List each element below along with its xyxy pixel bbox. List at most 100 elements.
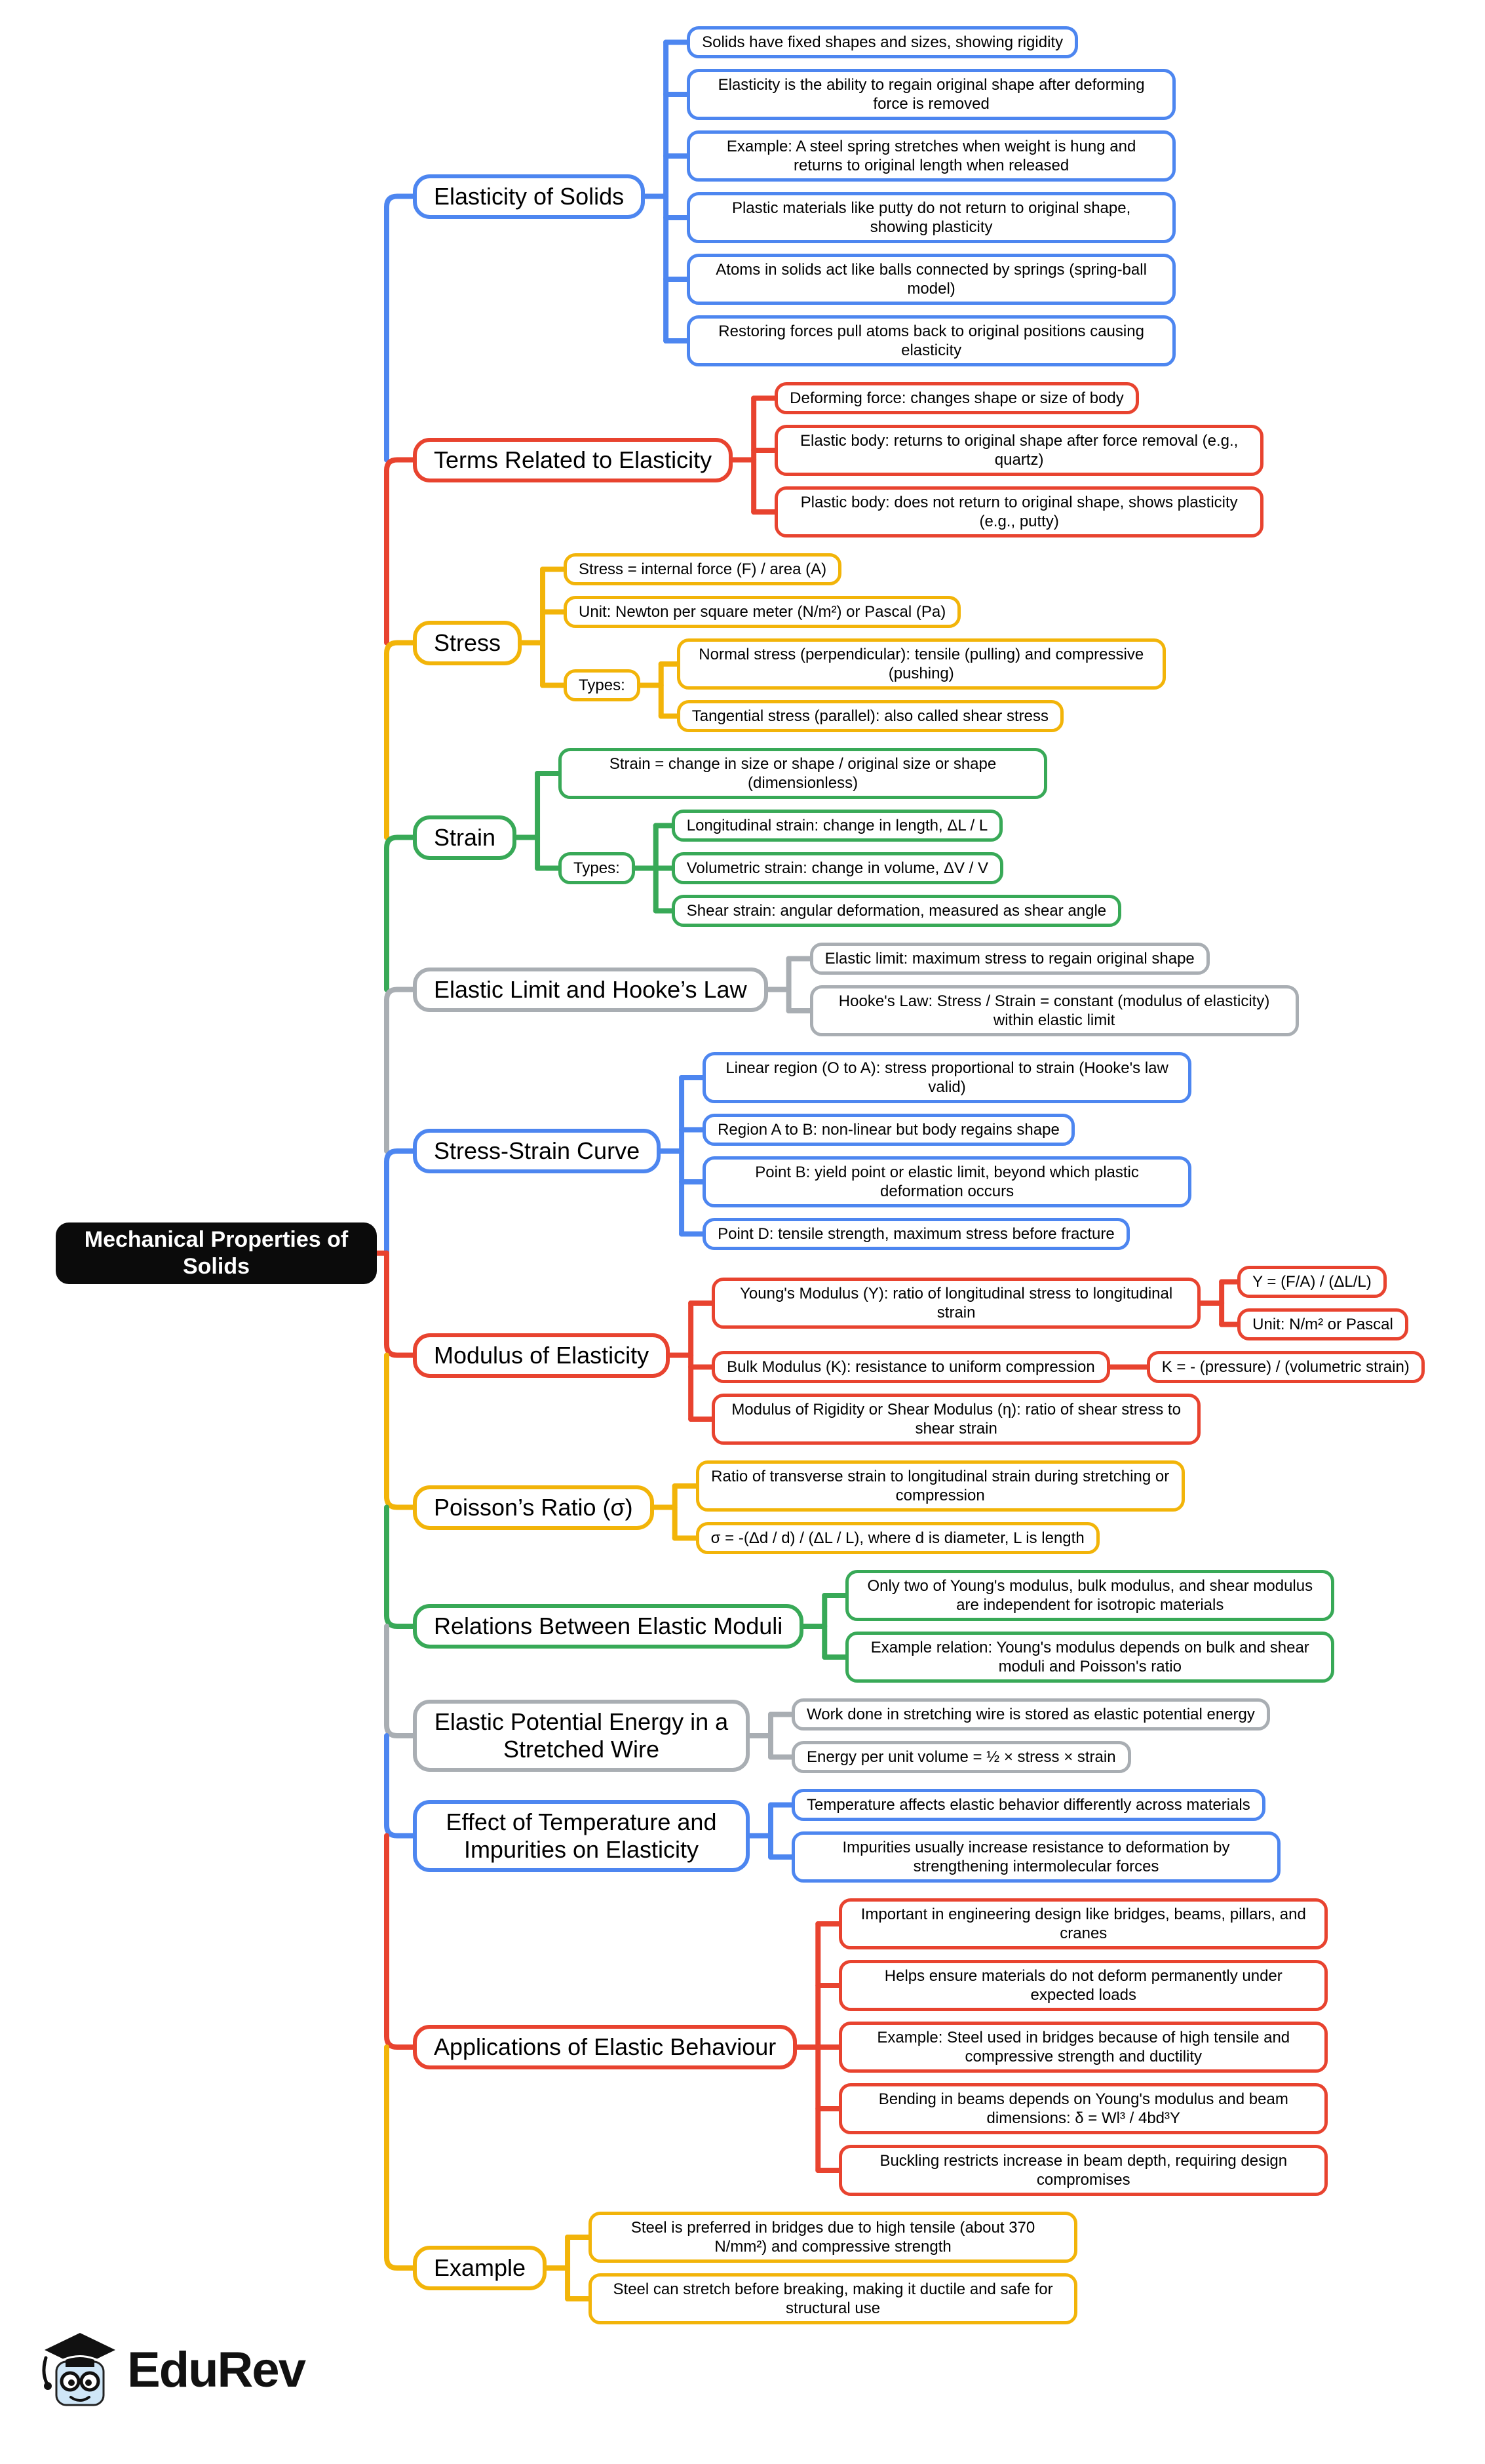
- node-row: Impurities usually increase resistance t…: [792, 1831, 1281, 1883]
- children-group: Important in engineering design like bri…: [839, 1898, 1328, 2196]
- branch: Strain Strain = change in size or shape /…: [413, 748, 1461, 927]
- node-row: Normal stress (perpendicular): tensile (…: [676, 638, 1166, 690]
- node-row: Stress = internal force (F) / area (A): [564, 553, 1166, 585]
- node-row: Steel is preferred in bridges due to hig…: [588, 2212, 1078, 2263]
- children-group: Y = (F/A) / (ΔL/L) Unit: N/m² or Pascal: [1237, 1266, 1408, 1340]
- node-row: Hooke's Law: Stress / Strain = constant …: [809, 985, 1299, 1036]
- leaf-node: Buckling restricts increase in beam dept…: [839, 2145, 1328, 2196]
- node-row: Plastic materials like putty do not retu…: [687, 192, 1176, 243]
- children-group: Young's Modulus (Y): ratio of longitudin…: [712, 1266, 1425, 1445]
- node-row: Example: A steel spring stretches when w…: [687, 130, 1176, 182]
- node-row: Bending in beams depends on Young's modu…: [839, 2083, 1328, 2134]
- node-row: Helps ensure materials do not deform per…: [839, 1960, 1328, 2011]
- node-row: Modulus of Rigidity or Shear Modulus (η)…: [712, 1394, 1425, 1445]
- children-group: Work done in stretching wire is stored a…: [792, 1698, 1270, 1773]
- node-row: Elastic limit: maximum stress to regain …: [809, 943, 1299, 975]
- leaf-node: Elasticity is the ability to regain orig…: [687, 69, 1176, 120]
- leaf-node: Linear region (O to A): stress proportio…: [703, 1052, 1192, 1103]
- branch-label: Terms Related to Elasticity: [413, 437, 733, 482]
- node-row: Ratio of transverse strain to longitudin…: [695, 1460, 1185, 1512]
- children-group: Strain = change in size or shape / origi…: [558, 748, 1122, 927]
- leaf-node: Longitudinal strain: change in length, Δ…: [671, 810, 1003, 842]
- branch-label: Elasticity of Solids: [413, 174, 646, 219]
- branch-label: Effect of Temperature and Impurities on …: [413, 1799, 750, 1872]
- node-row: Shear strain: angular deformation, measu…: [671, 895, 1122, 927]
- branch: Applications of Elastic Behaviour Importa…: [413, 1898, 1461, 2196]
- branch-label: Elastic Potential Energy in a Stretched …: [413, 1700, 750, 1772]
- node-row: Tangential stress (parallel): also calle…: [676, 700, 1166, 732]
- branch-label: Relations Between Elastic Moduli: [413, 1604, 804, 1649]
- node-row: Solids have fixed shapes and sizes, show…: [687, 26, 1176, 58]
- children-group: Normal stress (perpendicular): tensile (…: [676, 638, 1166, 732]
- leaf-node: Plastic materials like putty do not retu…: [687, 192, 1176, 243]
- node-row: Types: Longitudinal strain: change in len…: [558, 810, 1122, 927]
- children-group: Elastic limit: maximum stress to regain …: [809, 943, 1299, 1036]
- node-row: Example relation: Young's modulus depend…: [845, 1632, 1335, 1683]
- leaf-node: Elastic limit: maximum stress to regain …: [809, 943, 1210, 975]
- branches-container: Elasticity of Solids Solids have fixed sh…: [413, 0, 1461, 2324]
- node-row: Young's Modulus (Y): ratio of longitudin…: [712, 1266, 1425, 1340]
- branch-label: Applications of Elastic Behaviour: [413, 2025, 798, 2069]
- node-row: Strain = change in size or shape / origi…: [558, 748, 1121, 799]
- branch-label: Poisson’s Ratio (σ): [413, 1485, 654, 1530]
- children-group: Steel is preferred in bridges due to hig…: [588, 2212, 1078, 2324]
- leaf-node: Tangential stress (parallel): also calle…: [676, 700, 1064, 732]
- branch-label: Elastic Limit and Hooke’s Law: [413, 967, 768, 1012]
- leaf-node: Volumetric strain: change in volume, ΔV …: [671, 852, 1003, 884]
- leaf-node: Bending in beams depends on Young's modu…: [839, 2083, 1328, 2134]
- node-row: Unit: Newton per square meter (N/m²) or …: [564, 596, 1166, 628]
- leaf-node: Point B: yield point or elastic limit, b…: [703, 1156, 1192, 1207]
- node-row: K = - (pressure) / (volumetric strain): [1146, 1351, 1425, 1383]
- graduation-cap-mascot-icon: [42, 2333, 115, 2406]
- node-row: Unit: N/m² or Pascal: [1237, 1308, 1408, 1340]
- leaf-node: Modulus of Rigidity or Shear Modulus (η)…: [712, 1394, 1201, 1445]
- children-group: Deforming force: changes shape or size o…: [775, 382, 1264, 538]
- leaf-node: Example: Steel used in bridges because o…: [839, 2022, 1328, 2073]
- leaf-node: Energy per unit volume = ½ × stress × st…: [792, 1741, 1131, 1773]
- node-row: Types:Normal stress (perpendicular): ten…: [564, 638, 1166, 732]
- leaf-node: Unit: Newton per square meter (N/m²) or …: [564, 596, 961, 628]
- node-row: Region A to B: non-linear but body regai…: [703, 1114, 1191, 1146]
- leaf-node: Young's Modulus (Y): ratio of longitudin…: [712, 1278, 1201, 1329]
- node-row: Important in engineering design like bri…: [839, 1898, 1328, 1949]
- leaf-node: Temperature affects elastic behavior dif…: [792, 1789, 1265, 1821]
- leaf-node: σ = -(Δd / d) / (ΔL / L), where d is dia…: [695, 1522, 1100, 1554]
- branch: Terms Related to Elasticity Deforming for…: [413, 382, 1461, 538]
- leaf-node: Atoms in solids act like balls connected…: [687, 254, 1176, 305]
- node-row: Bulk Modulus (K): resistance to uniform …: [712, 1351, 1425, 1383]
- node-row: Plastic body: does not return to origina…: [775, 486, 1264, 538]
- children-group: K = - (pressure) / (volumetric strain): [1146, 1351, 1425, 1383]
- leaf-node: Steel is preferred in bridges due to hig…: [588, 2212, 1078, 2263]
- leaf-node: Hooke's Law: Stress / Strain = constant …: [809, 985, 1299, 1036]
- root-node: Mechanical Properties of Solids: [56, 1222, 377, 1284]
- node-row: Only two of Young's modulus, bulk modulu…: [845, 1570, 1335, 1621]
- node-row: Energy per unit volume = ½ × stress × st…: [792, 1741, 1270, 1773]
- branch-label: Strain: [413, 815, 517, 860]
- node-row: Point B: yield point or elastic limit, b…: [703, 1156, 1192, 1207]
- leaf-node: Bulk Modulus (K): resistance to uniform …: [712, 1351, 1110, 1383]
- leaf-node: Types:: [558, 852, 635, 884]
- edurev-logo: EduRev: [31, 2324, 306, 2415]
- node-row: Volumetric strain: change in volume, ΔV …: [671, 852, 1121, 884]
- children-group: Longitudinal strain: change in length, Δ…: [671, 810, 1122, 927]
- branch: Elastic Limit and Hooke’s Law Elastic lim…: [413, 943, 1461, 1036]
- leaf-node: Restoring forces pull atoms back to orig…: [687, 315, 1176, 366]
- children-group: Only two of Young's modulus, bulk modulu…: [845, 1570, 1335, 1683]
- leaf-node: Y = (F/A) / (ΔL/L): [1237, 1266, 1387, 1298]
- leaf-node: Steel can stretch before breaking, makin…: [588, 2273, 1078, 2324]
- leaf-node: Unit: N/m² or Pascal: [1237, 1308, 1408, 1340]
- node-row: Point D: tensile strength, maximum stres…: [703, 1218, 1191, 1250]
- leaf-node: Only two of Young's modulus, bulk modulu…: [845, 1570, 1335, 1621]
- node-row: Steel can stretch before breaking, makin…: [588, 2273, 1078, 2324]
- leaf-node: Helps ensure materials do not deform per…: [839, 1960, 1328, 2011]
- node-row: Linear region (O to A): stress proportio…: [703, 1052, 1192, 1103]
- node-row: Y = (F/A) / (ΔL/L): [1237, 1266, 1408, 1298]
- children-group: Linear region (O to A): stress proportio…: [703, 1052, 1192, 1250]
- leaf-node: Example relation: Young's modulus depend…: [845, 1632, 1335, 1683]
- node-row: Buckling restricts increase in beam dept…: [839, 2145, 1328, 2196]
- leaf-node: Deforming force: changes shape or size o…: [775, 382, 1139, 414]
- node-row: Longitudinal strain: change in length, Δ…: [671, 810, 1121, 842]
